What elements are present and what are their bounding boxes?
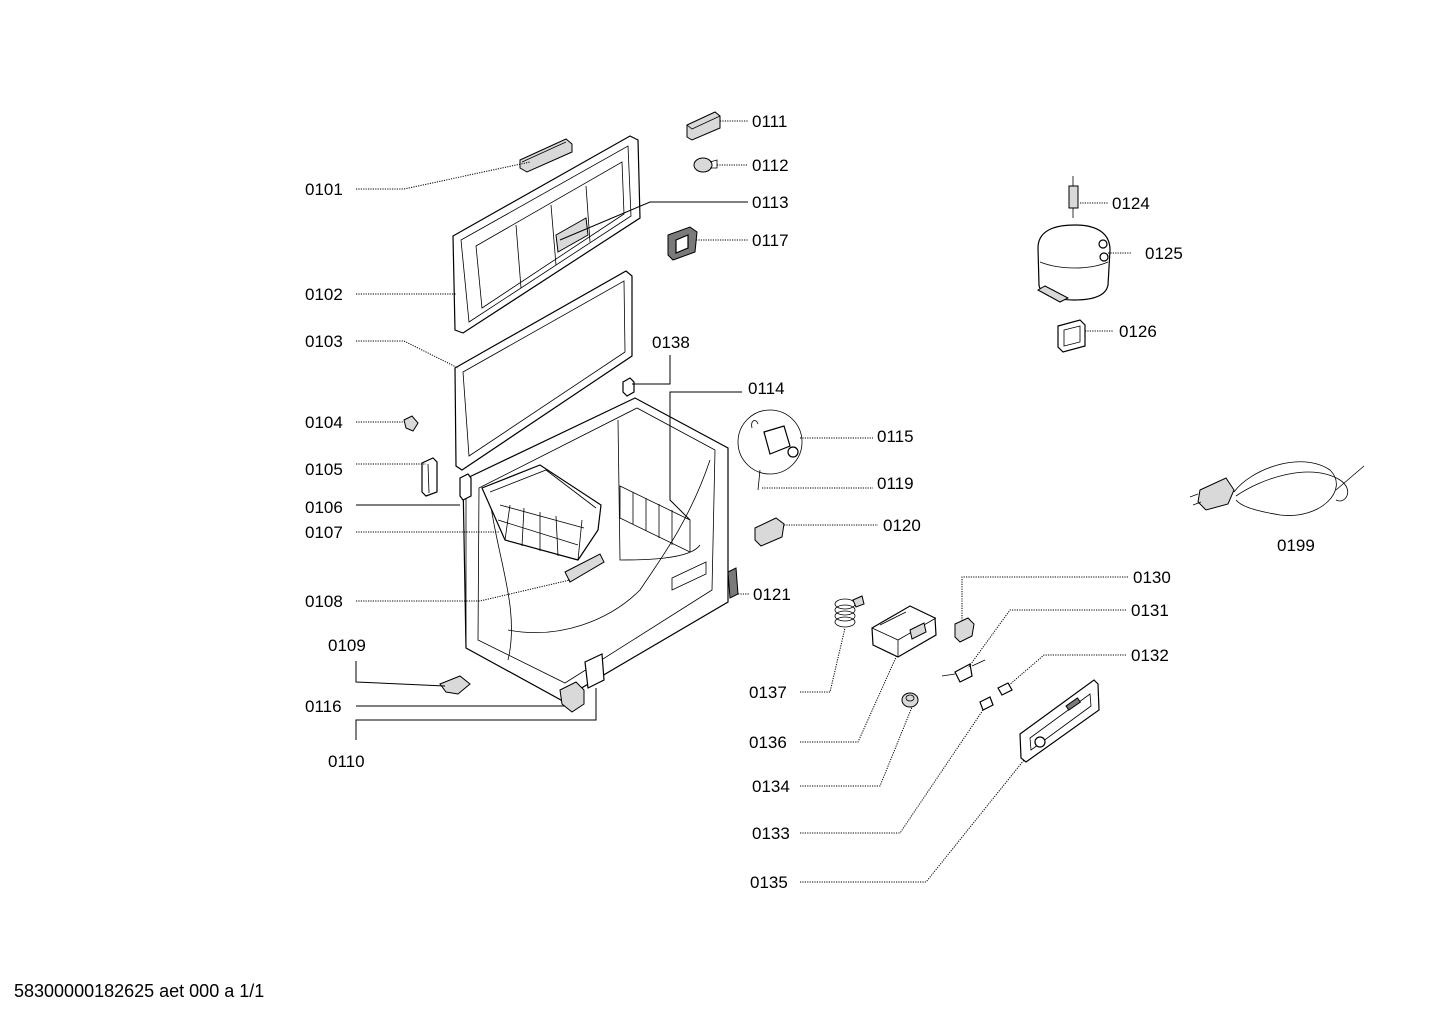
part-0133 bbox=[979, 696, 994, 711]
label-0102: 0102 bbox=[305, 285, 343, 304]
label-0199: 0199 bbox=[1277, 536, 1315, 555]
part-number-labels: 0101 0102 0103 0104 0105 0106 0107 0108 … bbox=[305, 112, 1315, 892]
label-0133: 0133 bbox=[752, 824, 790, 843]
label-0112: 0112 bbox=[752, 156, 789, 175]
label-0136: 0136 bbox=[749, 733, 787, 752]
label-0134: 0134 bbox=[752, 777, 790, 796]
part-lid-gasket bbox=[454, 270, 633, 471]
part-lid-handle bbox=[519, 138, 573, 173]
label-0103: 0103 bbox=[305, 332, 343, 351]
label-0138: 0138 bbox=[652, 333, 690, 352]
label-0135: 0135 bbox=[750, 873, 788, 892]
label-0106: 0106 bbox=[305, 498, 343, 517]
label-0113: 0113 bbox=[752, 193, 789, 212]
part-base-feet bbox=[559, 653, 605, 713]
part-hinge-left bbox=[421, 457, 438, 497]
part-clip bbox=[403, 415, 419, 432]
label-0109: 0109 bbox=[328, 636, 366, 655]
part-relay bbox=[1057, 319, 1086, 353]
part-indicator-lamp bbox=[941, 659, 986, 683]
label-0107: 0107 bbox=[305, 523, 343, 542]
label-0108: 0108 bbox=[305, 592, 343, 611]
leader-lines bbox=[355, 120, 1132, 883]
label-0120: 0120 bbox=[883, 516, 921, 535]
part-spring bbox=[834, 595, 865, 628]
label-0111: 0111 bbox=[752, 112, 787, 131]
part-switch bbox=[667, 226, 698, 261]
label-0104: 0104 bbox=[305, 413, 343, 432]
label-0125: 0125 bbox=[1145, 244, 1183, 263]
label-0101: 0101 bbox=[305, 180, 343, 199]
part-lamp bbox=[693, 157, 718, 173]
part-compressor bbox=[1036, 224, 1111, 303]
part-0111 bbox=[686, 111, 721, 141]
label-0117: 0117 bbox=[752, 231, 789, 250]
label-0124: 0124 bbox=[1112, 194, 1150, 213]
label-0110: 0110 bbox=[328, 752, 365, 771]
part-power-cord bbox=[1189, 461, 1365, 516]
label-0116: 0116 bbox=[305, 697, 342, 716]
part-filter bbox=[1068, 176, 1079, 218]
part-0130 bbox=[954, 617, 975, 643]
label-0121: 0121 bbox=[753, 585, 791, 604]
part-basket-handle bbox=[564, 553, 605, 583]
label-0114: 0114 bbox=[748, 379, 785, 398]
document-footer-code: 58300000182625 aet 000 a 1/1 bbox=[14, 981, 265, 1001]
part-0120 bbox=[754, 517, 785, 547]
label-0130: 0130 bbox=[1133, 568, 1171, 587]
part-side-grille bbox=[727, 567, 739, 599]
label-0137: 0137 bbox=[749, 683, 787, 702]
part-control-panel bbox=[1019, 679, 1100, 763]
part-lid bbox=[452, 135, 641, 334]
part-control-housing bbox=[871, 605, 937, 658]
label-0131: 0131 bbox=[1131, 601, 1169, 620]
label-0126: 0126 bbox=[1119, 322, 1157, 341]
part-knob bbox=[901, 692, 919, 708]
part-foot-bracket bbox=[439, 675, 471, 695]
part-0132 bbox=[997, 682, 1013, 696]
label-0132: 0132 bbox=[1131, 646, 1169, 665]
label-0115: 0115 bbox=[877, 427, 914, 446]
label-0119: 0119 bbox=[877, 474, 914, 493]
part-basket bbox=[481, 464, 602, 561]
part-thermostat bbox=[737, 409, 803, 491]
label-0105: 0105 bbox=[305, 460, 343, 479]
